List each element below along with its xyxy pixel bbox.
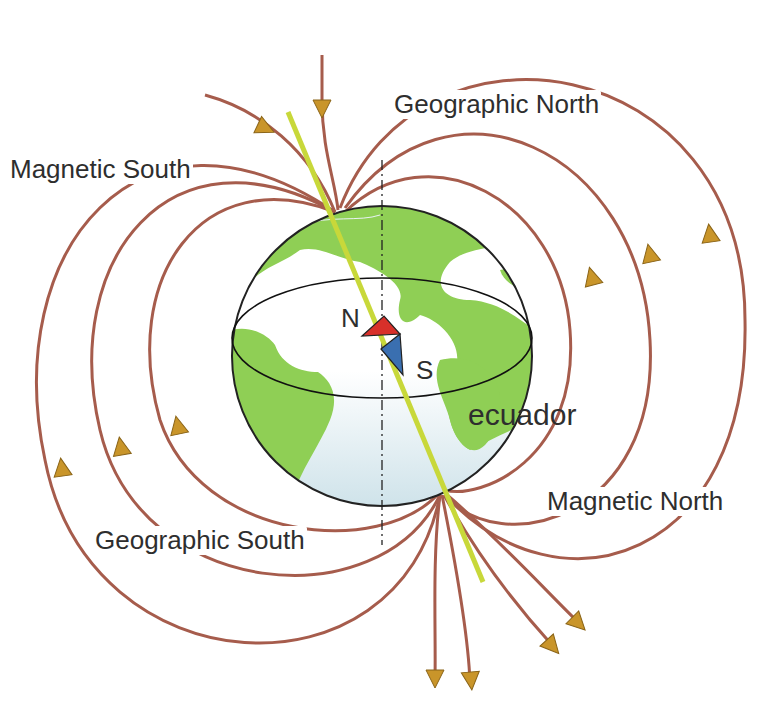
pole-label: Magnetic South <box>8 155 193 184</box>
pole-label: Magnetic North <box>545 487 725 516</box>
magnetic-axis <box>288 112 483 582</box>
rotation-axis <box>381 160 382 545</box>
needle-north <box>362 316 400 336</box>
pole-label: Geographic North <box>392 90 601 119</box>
field-arrows <box>52 100 720 691</box>
equator-label: ecuador <box>466 398 578 431</box>
needle-letter: S <box>414 356 435 385</box>
needle-letter: N <box>339 304 362 333</box>
pole-label: Geographic South <box>93 526 307 555</box>
needle-south <box>381 334 403 375</box>
globe <box>232 205 535 506</box>
field-lines <box>37 55 746 682</box>
